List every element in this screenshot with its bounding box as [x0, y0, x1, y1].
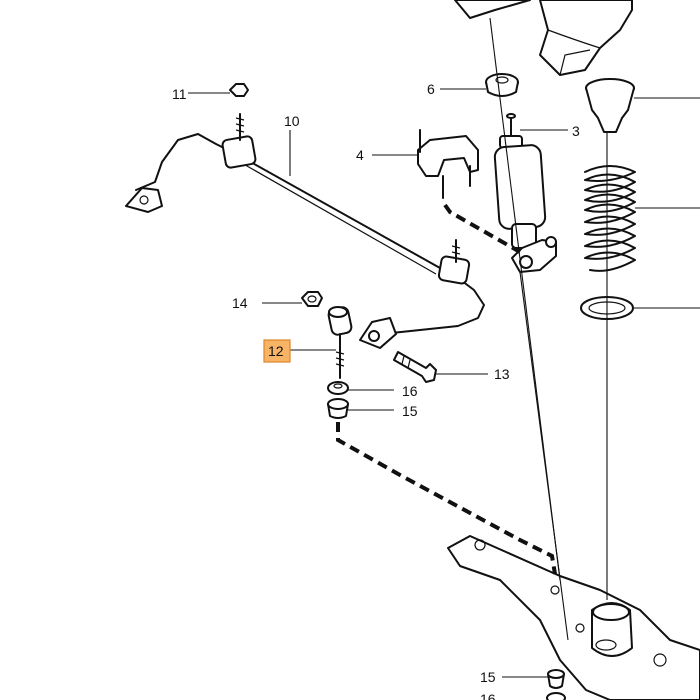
leader-lines — [188, 88, 568, 678]
spring-upper-seat — [585, 78, 700, 133]
bushing-stud — [451, 239, 461, 263]
callout-6[interactable]: 6 — [427, 81, 435, 97]
callout-16-bottom[interactable]: 16 — [480, 691, 496, 700]
highlight-box-12 — [263, 339, 291, 363]
shock-absorber-3 — [493, 113, 557, 273]
callout-labels: 11 10 6 3 4 14 12 13 16 15 15 16 — [172, 81, 580, 700]
bolt-13 — [393, 351, 437, 383]
bushing-15 — [327, 398, 349, 419]
spring-lower-seat — [580, 296, 700, 320]
callout-4[interactable]: 4 — [356, 147, 364, 163]
callout-12[interactable]: 12 — [268, 343, 284, 359]
bracket-4 — [417, 129, 479, 199]
upper-hub-assembly — [454, 0, 633, 76]
alignment-lines — [489, 17, 608, 641]
callout-3[interactable]: 3 — [572, 123, 580, 139]
callout-13[interactable]: 13 — [494, 366, 510, 382]
callout-15[interactable]: 15 — [402, 403, 418, 419]
bottom-bushing-15 — [547, 669, 565, 689]
callout-16[interactable]: 16 — [402, 383, 418, 399]
coil-spring — [584, 165, 700, 272]
callout-10[interactable]: 10 — [284, 113, 300, 129]
lower-control-arm — [447, 535, 700, 700]
callout-11[interactable]: 11 — [172, 86, 187, 102]
bottom-washer-16 — [546, 692, 566, 700]
nut-11 — [229, 83, 249, 141]
callout-15-bottom[interactable]: 15 — [480, 669, 496, 685]
top-mount-6 — [485, 73, 519, 97]
washer-16 — [327, 381, 349, 395]
link-rod-12 — [327, 306, 353, 379]
nut-14 — [301, 291, 323, 307]
dashed-assembly-paths — [336, 203, 557, 575]
callout-14[interactable]: 14 — [232, 295, 248, 311]
